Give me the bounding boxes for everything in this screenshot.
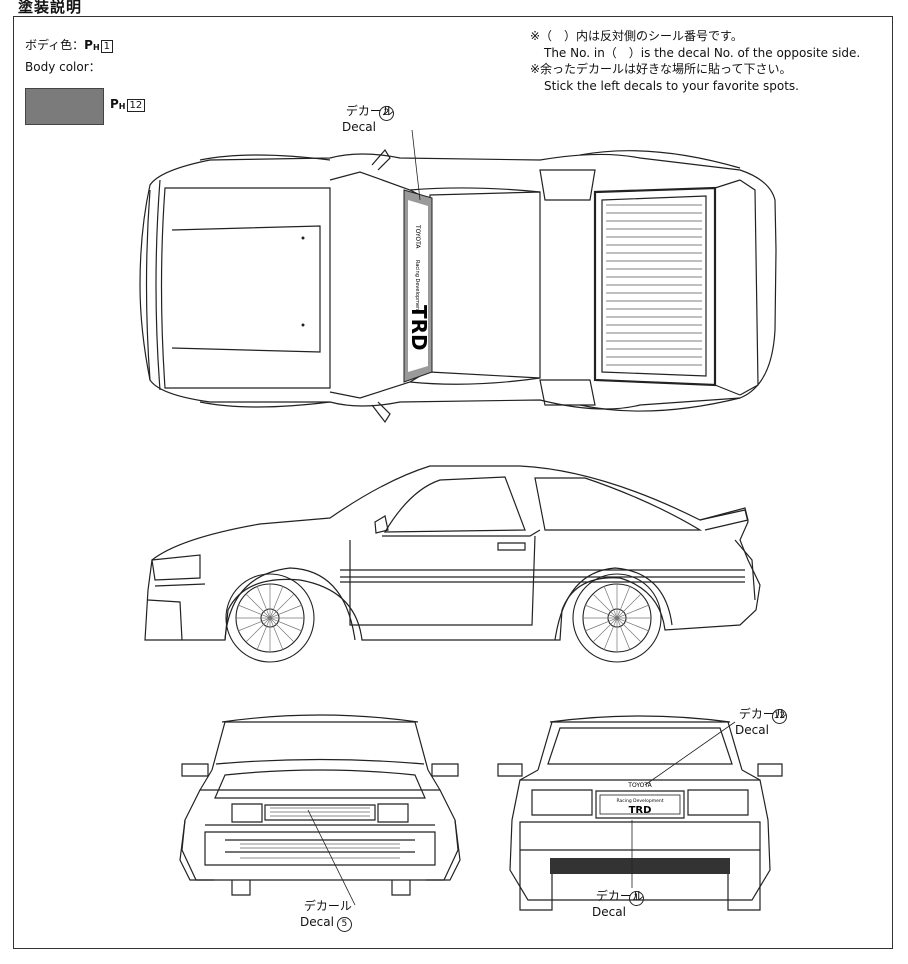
top-racing-text: Racing Development	[414, 260, 420, 312]
note-line-1: ※（ ）内は反対側のシール番号です。	[530, 29, 743, 43]
callout-decal-1-num: 1	[628, 891, 644, 906]
paint-code: PH	[84, 38, 100, 52]
body-color-label-jp: ボディ色：	[25, 38, 85, 52]
instruction-frame	[13, 16, 893, 949]
swatch-paint-prefix: P	[110, 97, 119, 111]
note-line-3: ※余ったデカールは好きな場所に貼って下さい。	[530, 62, 792, 76]
callout-decal-12-en: Decal	[735, 723, 769, 737]
callout-decal-2-num: 2	[378, 106, 394, 121]
paint-number: 1	[100, 40, 114, 53]
note-line-4: Stick the left decals to your favorite s…	[544, 79, 799, 93]
rear-trd-text: TRD	[629, 805, 652, 816]
callout-decal-1-en: Decal	[592, 905, 626, 919]
callout-decal-5-en: Decal	[300, 915, 334, 929]
callout-decal-12-num: 12	[771, 709, 787, 724]
note-line-2: The No. in（ ）is the decal No. of the opp…	[544, 46, 861, 60]
color-swatch	[25, 88, 104, 125]
swatch-paint-sub: H	[118, 102, 126, 111]
rear-toyota-text: TOYOTA	[627, 782, 652, 789]
callout-decal-5-jp: デカール	[303, 899, 352, 913]
callout-decal-2: デカール Decal2	[342, 103, 394, 137]
top-toyota-text: TOYOTA	[414, 224, 421, 249]
callout-decal-5-num: 5	[336, 917, 352, 932]
top-trd-text: TRD	[407, 305, 431, 351]
rear-racing-text: Racing Development	[617, 798, 664, 804]
paint-sub: H	[92, 43, 100, 52]
swatch-paint-number: 12	[126, 99, 146, 112]
callout-decal-12: デカール Decal12	[735, 706, 787, 740]
callout-decal-2-en: Decal	[342, 120, 376, 134]
page-title: 塗装説明	[18, 0, 83, 16]
paint-prefix: P	[84, 38, 93, 52]
body-color-en: Body color：	[25, 60, 101, 74]
